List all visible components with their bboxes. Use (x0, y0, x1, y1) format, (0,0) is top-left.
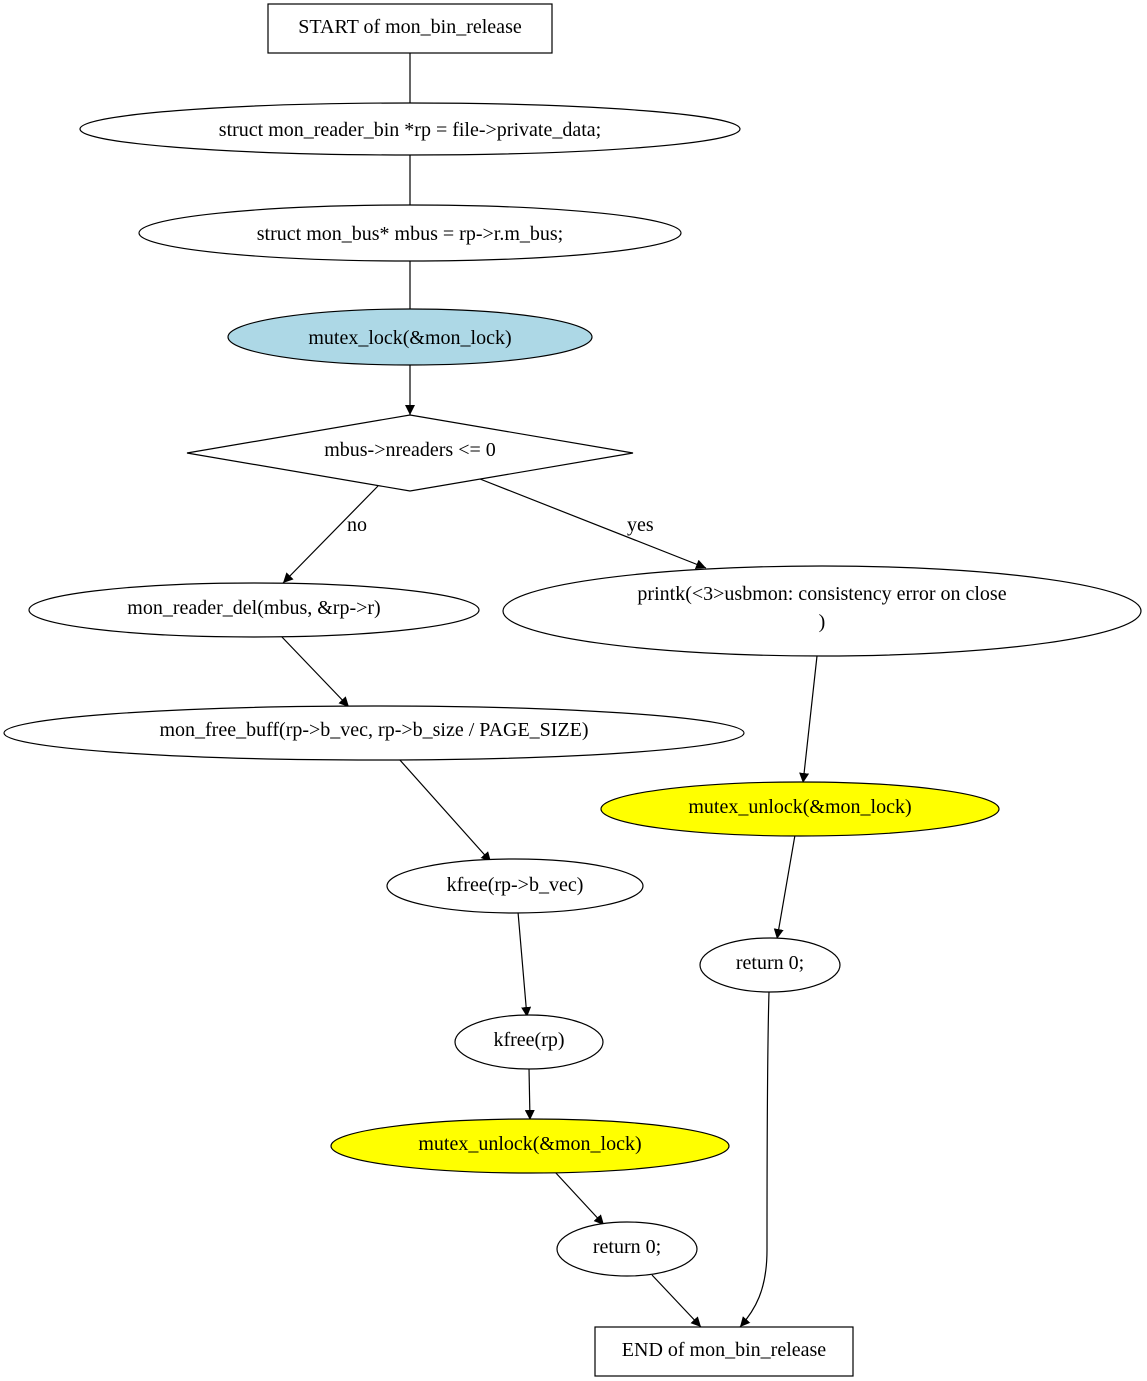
node-lock: mutex_lock(&mon_lock) (227, 308, 593, 366)
node-unlock-yes-ellipse (600, 781, 1000, 837)
node-free-buff-ellipse (3, 705, 745, 761)
node-printk-label-line2: ) (819, 611, 826, 633)
node-unlock-no: mutex_unlock(&mon_lock) (330, 1118, 730, 1174)
node-rp-decl: struct mon_reader_bin *rp = file->privat… (79, 102, 741, 156)
edge-unlock-yes-to-return-yes (773, 834, 796, 940)
node-end: END of mon_bin_release (594, 1326, 854, 1377)
node-return-yes-label: return 0; (736, 952, 804, 974)
node-reader-del: mon_reader_del(mbus, &rp->r) (28, 582, 480, 638)
node-printk: printk(<3>usbmon: consistency error on c… (502, 565, 1142, 657)
node-unlock-yes: mutex_unlock(&mon_lock) (600, 781, 1000, 837)
edges (280, 53, 818, 1328)
edge-return-yes-to-end (739, 991, 770, 1328)
node-unlock-no-label: mutex_unlock(&mon_lock) (418, 1133, 641, 1155)
node-free-buff: mon_free_buff(rp->b_vec, rp->b_size / PA… (3, 705, 745, 761)
node-reader-del-ellipse (28, 582, 480, 638)
edge-kfree-rp-to-unlock-no (524, 1067, 535, 1121)
edge-reader-del-to-free-buff (280, 635, 350, 708)
edge-unlock-no-to-return-no (554, 1171, 605, 1226)
node-end-box (594, 1326, 854, 1377)
node-rp-decl-ellipse (79, 102, 741, 156)
edge-free-buff-to-kfree-vec (398, 758, 492, 863)
node-lock-label: mutex_lock(&mon_lock) (308, 327, 511, 349)
node-start-label: START of mon_bin_release (298, 16, 522, 38)
node-lock-ellipse (227, 308, 593, 366)
node-mbus-decl-ellipse (138, 204, 682, 262)
node-rp-decl-label: struct mon_reader_bin *rp = file->privat… (219, 119, 601, 141)
node-reader-del-label: mon_reader_del(mbus, &rp->r) (127, 597, 380, 619)
node-kfree-rp-ellipse (454, 1014, 604, 1070)
node-kfree-rp-label: kfree(rp) (493, 1029, 564, 1051)
node-return-yes-ellipse (699, 937, 841, 993)
node-kfree-vec-label: kfree(rp->b_vec) (447, 874, 584, 896)
node-unlock-yes-label: mutex_unlock(&mon_lock) (688, 796, 911, 818)
node-unlock-no-ellipse (330, 1118, 730, 1174)
edge-cond-to-reader-del (282, 485, 379, 584)
node-cond-label: mbus->nreaders <= 0 (324, 439, 496, 461)
node-free-buff-label: mon_free_buff(rp->b_vec, rp->b_size / PA… (159, 719, 588, 741)
node-return-no-label: return 0; (593, 1236, 661, 1258)
node-mbus-decl-label: struct mon_bus* mbus = rp->r.m_bus; (257, 223, 563, 245)
node-start-box (267, 3, 553, 54)
edge-label-no: no (347, 514, 367, 536)
edge-cond-to-printk (479, 478, 707, 569)
node-kfree-rp: kfree(rp) (454, 1014, 604, 1070)
node-end-label: END of mon_bin_release (622, 1339, 827, 1361)
edge-printk-to-unlock-yes (799, 655, 818, 784)
node-mbus-decl: struct mon_bus* mbus = rp->r.m_bus; (138, 204, 682, 262)
node-cond-diamond (186, 414, 634, 492)
node-cond: mbus->nreaders <= 0 (186, 414, 634, 492)
node-start: START of mon_bin_release (267, 3, 553, 54)
node-printk-ellipse (502, 565, 1142, 657)
node-kfree-vec: kfree(rp->b_vec) (386, 858, 644, 914)
edge-return-no-to-end (651, 1274, 702, 1328)
node-kfree-vec-ellipse (386, 858, 644, 914)
node-return-yes: return 0; (699, 937, 841, 993)
node-return-no: return 0; (556, 1221, 698, 1277)
edge-kfree-vec-to-kfree-rp (517, 911, 532, 1018)
edge-label-yes: yes (627, 514, 654, 536)
node-return-no-ellipse (556, 1221, 698, 1277)
node-printk-label-line1: printk(<3>usbmon: consistency error on c… (637, 583, 1006, 605)
